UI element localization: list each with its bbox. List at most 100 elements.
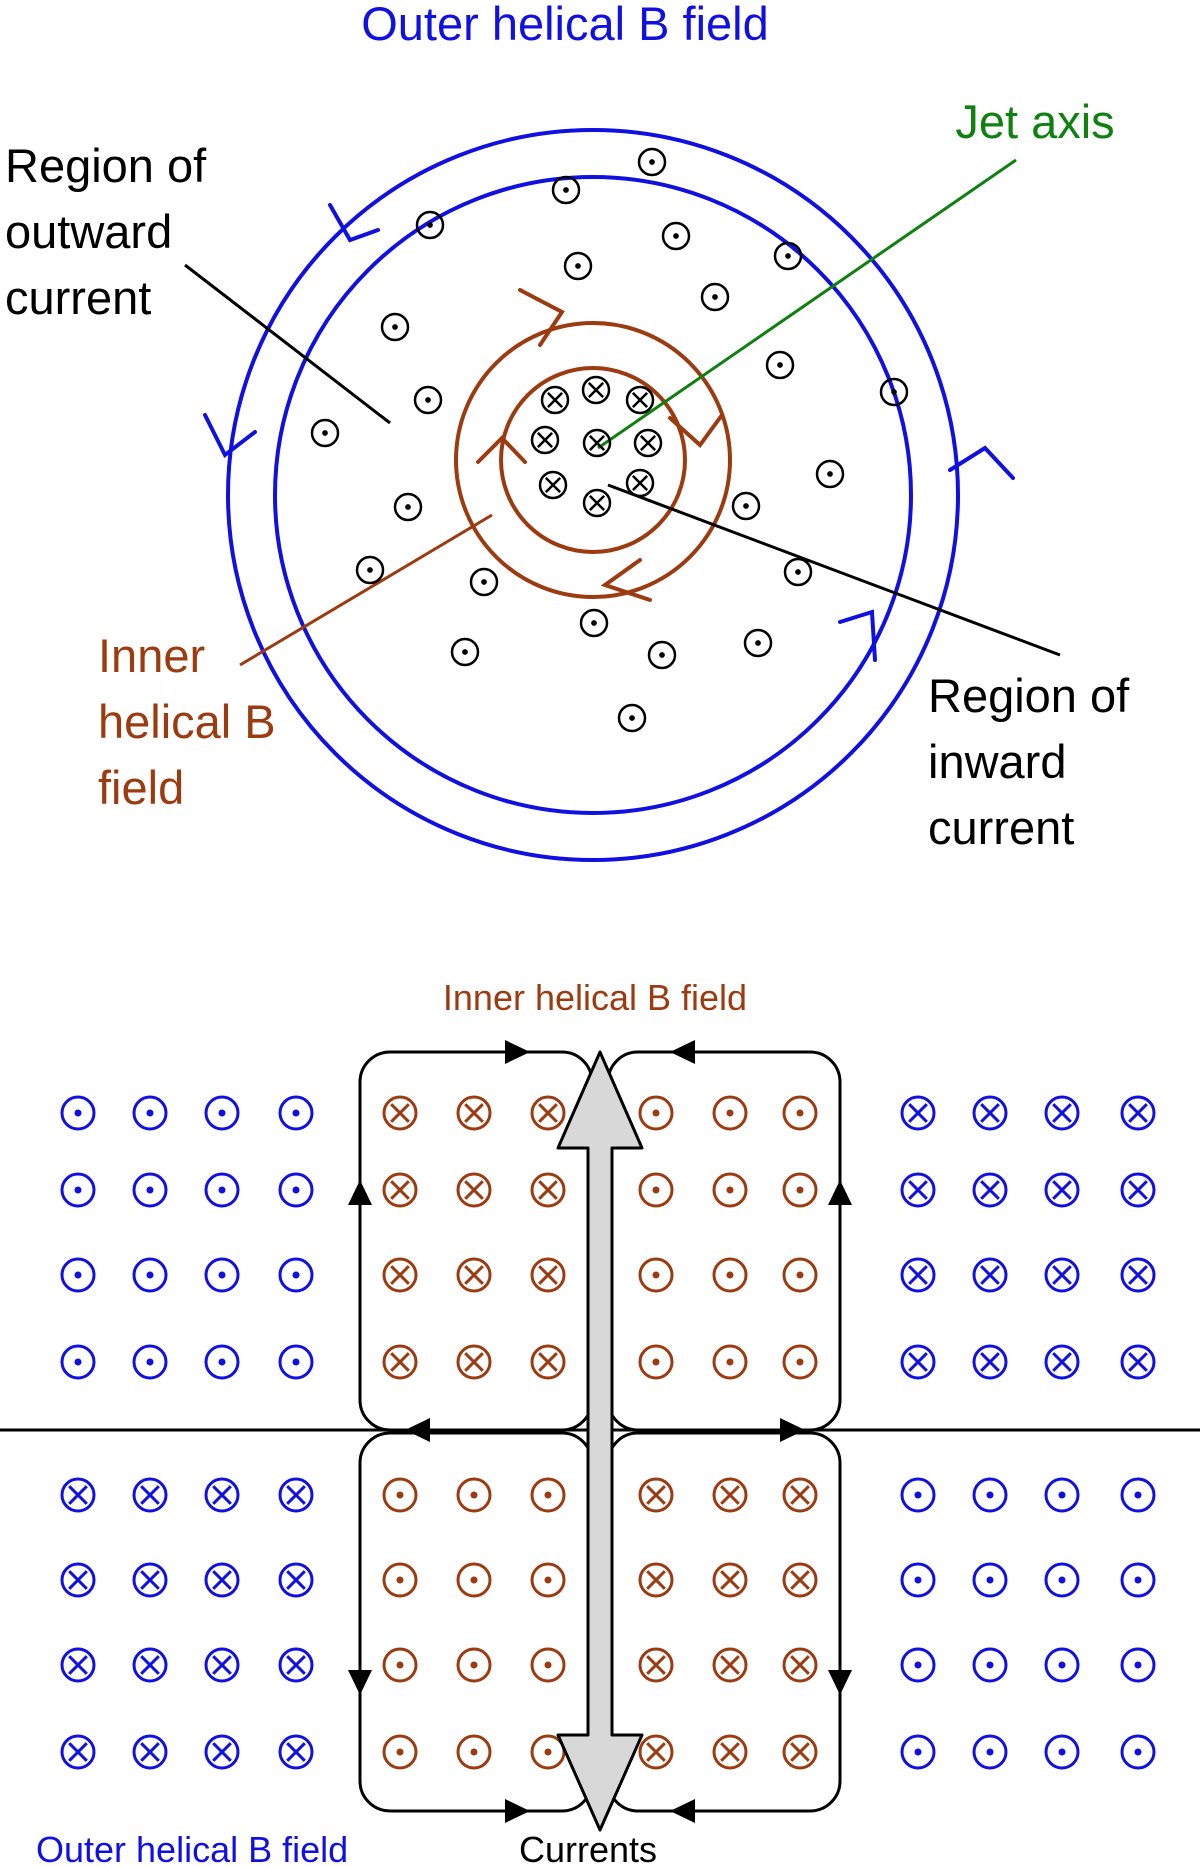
dot-in-circle-icon [415,210,445,240]
chevron-icon [328,203,380,243]
outward-region-leader [184,263,391,425]
cross-in-circle-icon [782,1734,818,1770]
cross-in-circle-icon [278,1477,314,1513]
dot-in-circle-icon [782,1095,818,1131]
dot-in-circle-icon [972,1647,1008,1683]
cross-in-circle-icon [382,1095,418,1131]
chevron-icon [518,288,565,347]
dot-in-circle-icon [1120,1477,1156,1513]
cross-in-circle-icon [972,1095,1008,1131]
arrow-left-icon [405,1418,430,1442]
cross-in-circle-icon [1044,1344,1080,1380]
outer-field-circle-inner [273,175,913,815]
cross-in-circle-icon [382,1257,418,1293]
outward-current-markers [310,147,909,733]
jet-axis-label: Jet axis [955,95,1114,148]
inward-current-markers [530,375,663,518]
inner-field-label-line: helical B [98,695,276,748]
cross-in-circle-icon [456,1172,492,1208]
cross-in-circle-icon [972,1257,1008,1293]
dot-in-circle-icon [647,640,677,670]
dot-in-circle-icon [456,1477,492,1513]
cross-in-circle-icon [972,1172,1008,1208]
cross-in-circle-icon [278,1734,314,1770]
cross-in-circle-icon [581,375,611,405]
jet-double-arrow-icon [556,1050,644,1832]
dot-in-circle-icon [204,1344,240,1380]
cross-in-circle-icon [625,385,655,415]
dot-in-circle-icon [530,1477,566,1513]
top-panel: Outer helical B field Jet axis Region of… [5,0,1142,862]
cross-in-circle-icon [638,1562,674,1598]
cross-in-circle-icon [278,1562,314,1598]
cross-in-circle-icon [638,1734,674,1770]
outward-region-label-line: Region of [5,139,207,192]
dot-in-circle-icon [456,1647,492,1683]
dot-in-circle-icon [382,1734,418,1770]
cross-in-circle-icon [1044,1172,1080,1208]
dot-in-circle-icon [1120,1734,1156,1770]
cross-in-circle-icon [204,1734,240,1770]
dot-in-circle-icon [551,175,581,205]
field-markers [60,1095,1156,1770]
inward-region-label-line: inward [928,735,1066,788]
dot-in-circle-icon [765,350,795,380]
inner-field-leader [239,513,493,667]
outward-region-label: Region of outward current [5,139,219,324]
dot-in-circle-icon [638,1344,674,1380]
cross-in-circle-icon [530,1095,566,1131]
dot-in-circle-icon [1044,1562,1080,1598]
dot-in-circle-icon [278,1257,314,1293]
arrow-right-icon [780,1418,805,1442]
dot-in-circle-icon [1044,1734,1080,1770]
cross-in-circle-icon [582,428,612,458]
dot-in-circle-icon [204,1172,240,1208]
dot-in-circle-icon [450,637,480,667]
cross-in-circle-icon [638,1647,674,1683]
dot-in-circle-icon [815,459,845,489]
cross-in-circle-icon [900,1095,936,1131]
cross-in-circle-icon [540,385,570,415]
cross-in-circle-icon [972,1344,1008,1380]
cross-in-circle-icon [782,1477,818,1513]
cross-in-circle-icon [900,1172,936,1208]
chevron-icon [600,558,652,602]
cross-in-circle-icon [60,1734,96,1770]
dot-in-circle-icon [382,1477,418,1513]
dot-in-circle-icon [638,1257,674,1293]
dot-in-circle-icon [638,1095,674,1131]
cross-in-circle-icon [900,1257,936,1293]
dot-in-circle-icon [132,1344,168,1380]
chevron-icon [668,413,724,448]
dot-in-circle-icon [355,555,385,585]
cross-in-circle-icon [712,1562,748,1598]
cross-in-circle-icon [1044,1095,1080,1131]
chevron-icon [203,413,257,459]
cross-in-circle-icon [204,1562,240,1598]
cross-in-circle-icon [60,1647,96,1683]
arrow-up-icon [828,1180,852,1205]
chevron-icon [476,435,527,464]
dot-in-circle-icon [972,1477,1008,1513]
inward-region-label: Region of inward current [928,669,1142,854]
outer-field-arrow-icons [203,203,1015,662]
dot-in-circle-icon [900,1647,936,1683]
cross-in-circle-icon [530,425,560,455]
dot-in-circle-icon [712,1257,748,1293]
arrow-down-icon [348,1670,372,1695]
dot-in-circle-icon [563,251,593,281]
dot-in-circle-icon [1044,1647,1080,1683]
cross-in-circle-icon [530,1344,566,1380]
cross-in-circle-icon [60,1562,96,1598]
outer-field-label: Outer helical B field [361,0,769,50]
dot-in-circle-icon [637,147,667,177]
cross-in-circle-icon [782,1562,818,1598]
inner-field-arrow-icons [476,288,724,602]
dot-in-circle-icon [782,1172,818,1208]
dot-in-circle-icon [773,241,803,271]
arrow-right-icon [505,1799,530,1823]
inward-region-leader [607,483,1061,657]
dot-in-circle-icon [731,491,761,521]
currents-label: Currents [519,1829,657,1867]
